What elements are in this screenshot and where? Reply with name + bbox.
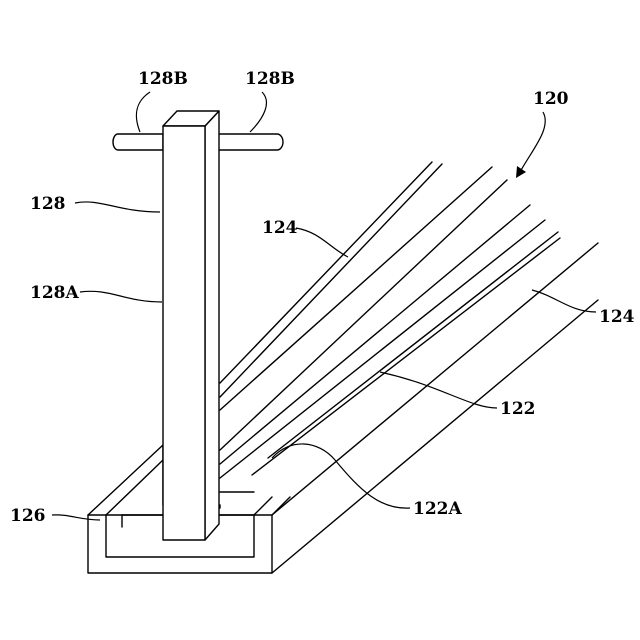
leader-124-top [296,228,348,257]
label-124-top: 124 [262,218,298,238]
label-128B-left: 128B [138,69,188,89]
leader-124-right [532,290,596,312]
leader-128B-left [136,92,150,132]
left-pin [113,134,163,150]
label-122A: 122A [413,499,462,519]
rail-line [252,238,560,475]
rail-line [220,220,545,478]
label-124-right: 124 [599,307,635,327]
leader-128 [75,202,160,212]
label-128: 128 [30,194,66,214]
label-122: 122 [500,399,536,419]
label-120: 120 [533,89,569,109]
leader-128A [80,291,162,302]
trough-back-edge [88,445,163,515]
rail-line [268,232,558,458]
leader-120 [520,112,545,172]
post-front-face [163,126,205,540]
rail-line [220,167,492,410]
rail-line [272,300,598,573]
trough-inner-edge [106,460,163,515]
trough-right-edge [272,497,290,515]
label-128B-right: 128B [245,69,295,89]
post-assembly [113,111,283,540]
leader-122 [380,372,497,408]
label-128A: 128A [30,283,79,303]
label-126: 126 [10,506,46,526]
post-side-face [205,111,219,540]
leader-128B-right [250,92,266,132]
arrowhead-120 [516,166,526,178]
rail-line [220,164,442,397]
trough-right-edge [254,497,272,515]
leader-lines [52,92,596,520]
